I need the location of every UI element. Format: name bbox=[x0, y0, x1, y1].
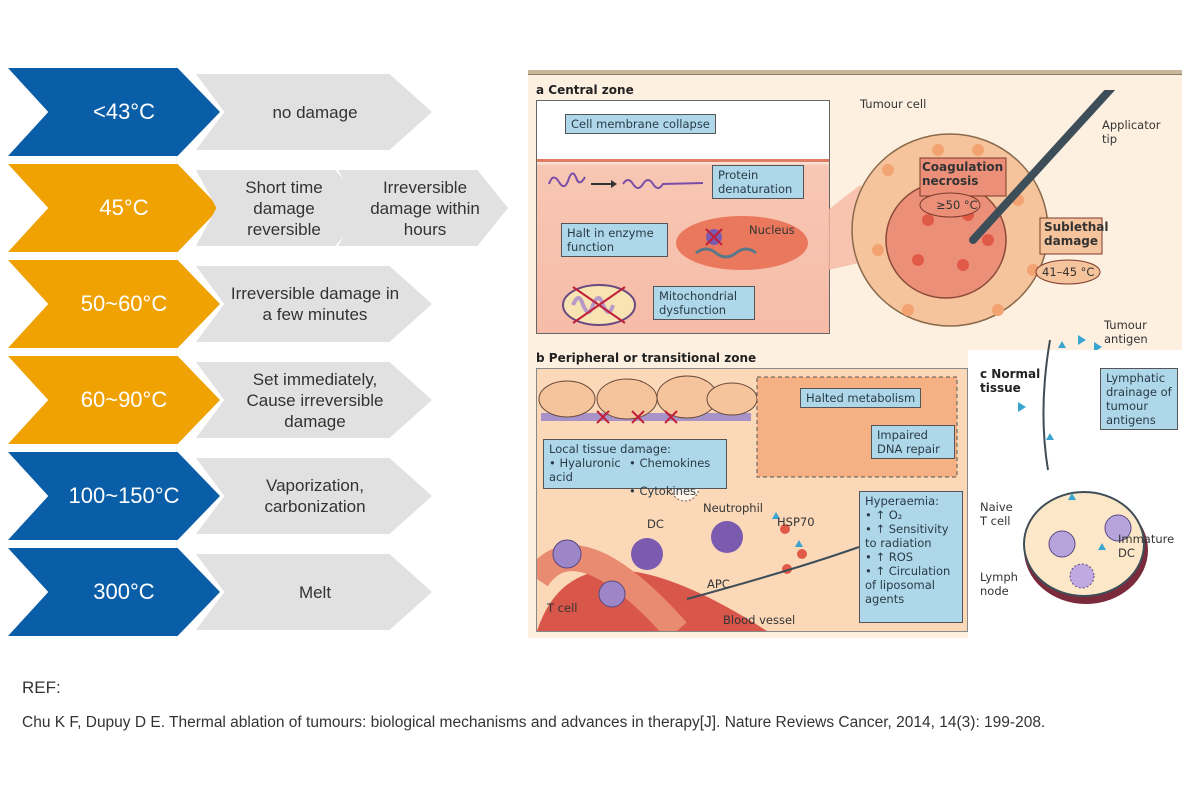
label-tumour-cell: Tumour cell bbox=[860, 97, 927, 111]
effect-chevron: Vaporization, carbonization bbox=[196, 458, 432, 534]
cell-membrane bbox=[537, 159, 829, 162]
peripheral-illustration bbox=[537, 375, 958, 631]
label-lymph-node: Lymph node bbox=[980, 570, 1018, 598]
hyperaemia-box: Hyperaemia: • ↑ O₂ • ↑ Sensitivity to ra… bbox=[859, 491, 963, 623]
tumour-illustration bbox=[828, 90, 1116, 352]
label-applicator-tip: Applicator tip bbox=[1102, 118, 1161, 146]
temp-chevron: <43°C bbox=[8, 68, 220, 156]
label-coagulation-necrosis: Coagulation necrosis bbox=[922, 160, 1004, 188]
label-nucleus: Nucleus bbox=[749, 223, 795, 237]
effect-chevron: Melt bbox=[196, 554, 432, 630]
protein-unfolding-icon bbox=[548, 172, 704, 189]
temp-chevron: 60~90°C bbox=[8, 356, 220, 444]
label-sublethal-damage: Sublethal damage bbox=[1044, 220, 1109, 248]
hyperaemia-item: • ↑ Sensitivity to radiation bbox=[865, 522, 949, 550]
label-dc: DC bbox=[647, 517, 664, 531]
ladder-row: 300°C Melt bbox=[8, 548, 528, 636]
reference-heading: REF: bbox=[22, 678, 61, 697]
label-hsp70: HSP70 bbox=[777, 515, 815, 529]
peripheral-zone-title: b Peripheral or transitional zone bbox=[536, 351, 757, 365]
label-neutrophil: Neutrophil bbox=[703, 501, 763, 515]
effect-chevron: Irreversible damage in a few minutes bbox=[196, 266, 432, 342]
label-tumour-antigen: Tumour antigen bbox=[1104, 318, 1148, 346]
label-lymphatic-drainage: Lymphatic drainage of tumour antigens bbox=[1100, 368, 1178, 430]
temp-chevron: 45°C bbox=[8, 164, 220, 252]
label-apc: APC bbox=[707, 577, 730, 591]
label-sublethal-temp: 41–45 °C bbox=[1042, 265, 1095, 279]
temp-chevron: 300°C bbox=[8, 548, 220, 636]
ladder-row: 100~150°C Vaporization, carbonization bbox=[8, 452, 528, 540]
effect-chevron: no damage bbox=[196, 74, 432, 150]
central-zone-panel: Cell membrane collapse Protein denaturat… bbox=[536, 100, 830, 334]
central-zone-title: a Central zone bbox=[536, 83, 634, 97]
peripheral-zone-panel: Halted metabolism Impaired DNA repair Lo… bbox=[536, 368, 968, 632]
reference-citation: Chu K F, Dupuy D E. Thermal ablation of … bbox=[22, 714, 1046, 731]
local-damage-title: Local tissue damage: bbox=[549, 442, 672, 456]
ladder-row: 60~90°C Set immediately, Cause irreversi… bbox=[8, 356, 528, 444]
effect-chevron: Short time damage reversible bbox=[196, 170, 366, 246]
label-cell-membrane-collapse: Cell membrane collapse bbox=[565, 114, 716, 134]
label-naive-t-cell: Naive T cell bbox=[980, 500, 1013, 528]
label-blood-vessel: Blood vessel bbox=[723, 613, 796, 627]
effect-chevron: Irreversible damage within hours bbox=[338, 170, 508, 246]
label-t-cell: T cell bbox=[547, 601, 578, 615]
label-coagulation-temp: ≥50 °C bbox=[936, 198, 978, 212]
label-immature-dc: Immature DC bbox=[1118, 532, 1175, 560]
ladder-row: 50~60°C Irreversible damage in a few min… bbox=[8, 260, 528, 348]
skin-surface bbox=[528, 70, 1182, 75]
label-protein-denaturation: Protein denaturation bbox=[712, 165, 804, 199]
label-halt-enzyme: Halt in enzyme function bbox=[561, 223, 668, 257]
mitochondrion-icon bbox=[562, 284, 636, 326]
normal-tissue-title: c Normal tissue bbox=[980, 367, 1041, 395]
hyperaemia-item: • ↑ Circulation of liposomal agents bbox=[865, 564, 951, 606]
local-damage-item: • Chemokines bbox=[629, 456, 711, 470]
local-tissue-damage-box: Local tissue damage: • Hyaluronic acid •… bbox=[543, 439, 727, 498]
hyperaemia-item: • ↑ ROS bbox=[865, 550, 914, 564]
label-impaired-dna-repair: Impaired DNA repair bbox=[871, 425, 955, 459]
ladder-row: <43°C no damage bbox=[8, 68, 528, 156]
local-damage-item: • Hyaluronic acid bbox=[549, 456, 621, 484]
local-damage-item: • Cytokines bbox=[629, 484, 697, 498]
effect-chevron: Set immediately, Cause irreversible dama… bbox=[196, 362, 432, 438]
temp-chevron: 100~150°C bbox=[8, 452, 220, 540]
lymph-node-illustration bbox=[1018, 339, 1148, 604]
hyperaemia-title: Hyperaemia: bbox=[865, 494, 939, 508]
label-halted-metabolism: Halted metabolism bbox=[800, 388, 922, 408]
ladder-row: 45°C Short time damage reversible Irreve… bbox=[8, 164, 528, 252]
label-mitochondrial-dysfunction: Mitochondrial dysfunction bbox=[653, 286, 755, 320]
hyperaemia-item: • ↑ O₂ bbox=[865, 508, 903, 522]
thermal-ablation-figure: a Central zone Cell membrane collapse Pr… bbox=[528, 70, 1182, 638]
applicator-tip bbox=[969, 90, 1116, 244]
nucleus-icon bbox=[676, 216, 808, 270]
temp-chevron: 50~60°C bbox=[8, 260, 220, 348]
